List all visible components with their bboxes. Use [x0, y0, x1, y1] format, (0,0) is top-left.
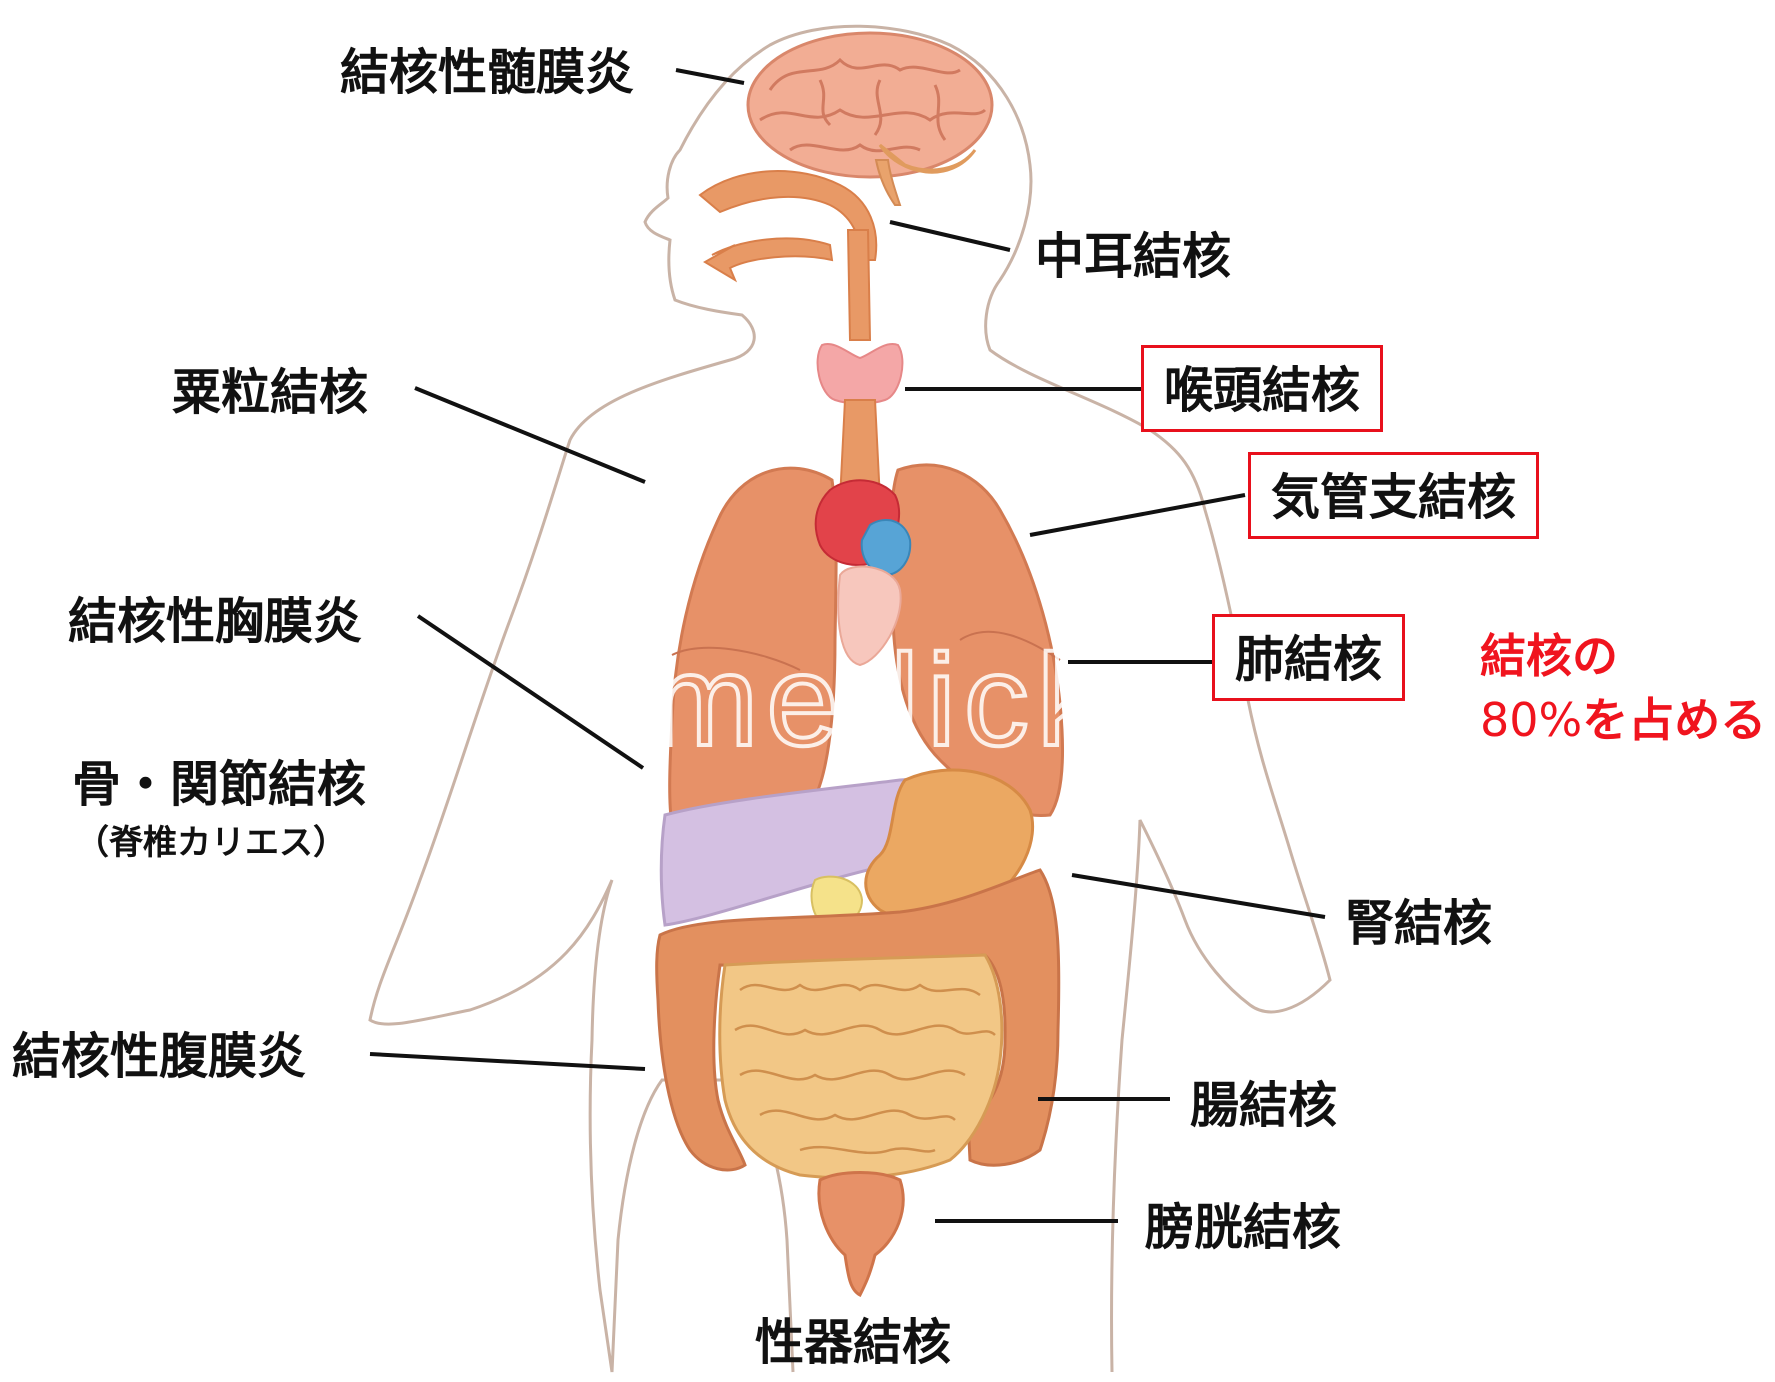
brain [748, 33, 992, 177]
leader-middle-ear [890, 222, 1010, 250]
note-percent: 80% [1480, 693, 1582, 747]
label-genital-tb: 性器結核 [755, 1318, 951, 1367]
label-bladder-tb: 膀胱結核 [1145, 1203, 1341, 1252]
label-pulmonary-tb: 肺結核 [1212, 614, 1405, 701]
note-line-1: 結核の [1480, 633, 1618, 679]
label-tuberculous-pleurisy: 結核性胸膜炎 [68, 597, 362, 646]
airway-arrow [705, 238, 832, 280]
label-intestinal-tb: 腸結核 [1190, 1081, 1337, 1130]
label-bone-joint-tb: 骨・関節結核 [72, 760, 366, 809]
pharynx [848, 230, 870, 340]
thyroid [818, 344, 903, 404]
label-laryngeal-tb: 喉頭結核 [1141, 345, 1383, 432]
note-line-2: 80%を占める [1480, 697, 1766, 743]
label-tuberculous-peritonitis: 結核性腹膜炎 [12, 1032, 306, 1081]
label-bronchial-tb: 気管支結核 [1248, 452, 1539, 539]
label-renal-tb: 腎結核 [1345, 899, 1492, 948]
label-tuberculous-meningitis: 結核性髄膜炎 [340, 48, 634, 97]
leader-pleurisy [418, 616, 643, 768]
label-middle-ear-tb: 中耳結核 [1035, 232, 1231, 281]
label-spinal-caries: （脊椎カリエス） [75, 826, 347, 860]
watermark: medick [650, 627, 1110, 773]
leader-peritonitis [370, 1054, 645, 1069]
label-miliary-tb: 粟粒結核 [172, 368, 368, 417]
note-rest: を占める [1582, 693, 1766, 747]
bladder [819, 1173, 903, 1296]
leader-renal [1072, 875, 1325, 917]
leader-bronchial [1030, 495, 1245, 535]
